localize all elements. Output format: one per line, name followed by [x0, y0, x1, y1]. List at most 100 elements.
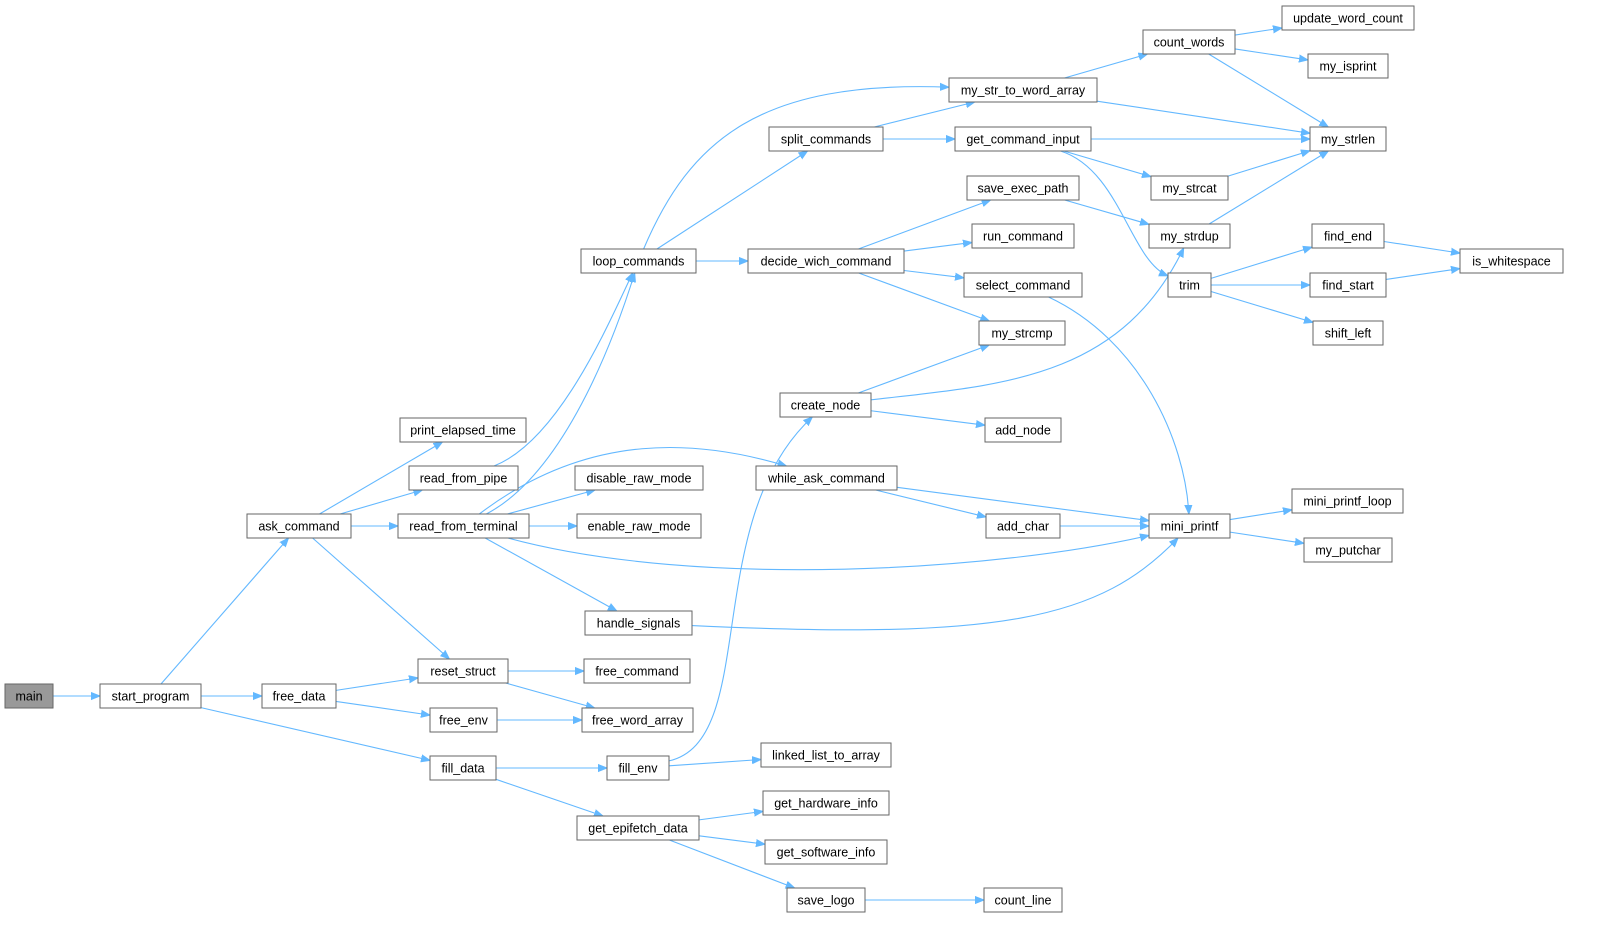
edge-ask_command-to-read_from_pipe [339, 490, 422, 515]
node-box [261, 683, 337, 709]
node-label: linked_list_to_array [772, 749, 880, 763]
node-label: disable_raw_mode [587, 472, 692, 486]
node-free_command[interactable]: free_command [583, 658, 691, 684]
node-trim[interactable]: trim [1167, 272, 1212, 298]
edge-decide_wich_command-to-run_command [903, 242, 972, 252]
node-free_word_array[interactable]: free_word_array [581, 707, 694, 733]
node-my_strdup[interactable]: my_strdup [1148, 223, 1231, 249]
node-mini_printf[interactable]: mini_printf [1148, 513, 1231, 539]
edge-read_from_pipe-to-loop_commands [493, 273, 633, 467]
edge-my_strdup-to-my_strlen [1208, 151, 1328, 225]
node-box [779, 392, 872, 418]
edge-decide_wich_command-to-select_command [903, 269, 964, 278]
node-save_exec_path[interactable]: save_exec_path [966, 175, 1080, 201]
node-label: my_putchar [1315, 544, 1380, 558]
node-loop_commands[interactable]: loop_commands [580, 248, 697, 274]
edges [53, 28, 1460, 900]
edge-create_node-to-my_strdup [870, 248, 1184, 401]
node-save_logo[interactable]: save_logo [786, 887, 866, 913]
node-my_putchar[interactable]: my_putchar [1303, 537, 1393, 563]
node-get_software_info[interactable]: get_software_info [764, 839, 888, 865]
node-box [4, 683, 54, 709]
node-get_epifetch_data[interactable]: get_epifetch_data [576, 815, 700, 841]
node-linked_list_to_array[interactable]: linked_list_to_array [760, 742, 892, 768]
node-get_hardware_info[interactable]: get_hardware_info [762, 790, 890, 816]
node-is_whitespace[interactable]: is_whitespace [1459, 248, 1564, 274]
node-count_words[interactable]: count_words [1142, 29, 1236, 55]
node-box [397, 513, 530, 539]
node-box [1148, 513, 1231, 539]
node-my_strcmp[interactable]: my_strcmp [978, 320, 1066, 346]
node-split_commands[interactable]: split_commands [768, 126, 884, 152]
node-fill_env[interactable]: fill_env [606, 755, 670, 781]
node-handle_signals[interactable]: handle_signals [584, 610, 693, 636]
node-label: find_end [1324, 230, 1372, 244]
node-box [966, 175, 1080, 201]
node-run_command[interactable]: run_command [971, 223, 1075, 249]
node-label: free_command [595, 665, 678, 679]
node-label: fill_env [619, 762, 659, 776]
node-find_end[interactable]: find_end [1311, 223, 1385, 249]
node-label: start_program [112, 690, 190, 704]
node-mini_printf_loop[interactable]: mini_printf_loop [1291, 488, 1404, 514]
node-my_isprint[interactable]: my_isprint [1307, 53, 1389, 79]
node-label: trim [1179, 279, 1200, 293]
edge-while_ask_command-to-mini_printf [896, 486, 1149, 520]
node-my_str_to_word_array[interactable]: my_str_to_word_array [948, 77, 1098, 103]
node-box [606, 755, 670, 781]
node-box [760, 742, 892, 768]
node-while_ask_command[interactable]: while_ask_command [755, 465, 898, 491]
node-box [1303, 537, 1393, 563]
node-label: fill_data [441, 762, 484, 776]
node-create_node[interactable]: create_node [779, 392, 872, 418]
edge-ask_command-to-reset_struct [312, 537, 450, 659]
edge-count_words-to-update_word_count [1234, 28, 1282, 36]
node-box [1148, 223, 1231, 249]
node-read_from_pipe[interactable]: read_from_pipe [408, 465, 519, 491]
node-decide_wich_command[interactable]: decide_wich_command [747, 248, 905, 274]
node-box [1312, 320, 1384, 346]
node-my_strlen[interactable]: my_strlen [1309, 126, 1387, 152]
node-add_char[interactable]: add_char [985, 513, 1061, 539]
node-get_command_input[interactable]: get_command_input [954, 126, 1092, 152]
node-update_word_count[interactable]: update_word_count [1281, 5, 1415, 31]
node-reset_struct[interactable]: reset_struct [417, 658, 509, 684]
node-add_node[interactable]: add_node [984, 417, 1062, 443]
edge-while_ask_command-to-add_char [875, 489, 986, 517]
node-disable_raw_mode[interactable]: disable_raw_mode [574, 465, 704, 491]
node-label: save_exec_path [977, 182, 1068, 196]
edge-count_words-to-my_strlen [1208, 53, 1329, 127]
node-label: ask_command [258, 520, 339, 534]
node-box [429, 755, 497, 781]
node-box [983, 887, 1063, 913]
node-start_program[interactable]: start_program [99, 683, 202, 709]
node-box [786, 887, 866, 913]
node-my_strcat[interactable]: my_strcat [1150, 175, 1229, 201]
node-box [1142, 29, 1236, 55]
node-free_data[interactable]: free_data [261, 683, 337, 709]
node-fill_data[interactable]: fill_data [429, 755, 497, 781]
node-ask_command[interactable]: ask_command [246, 513, 352, 539]
node-free_env[interactable]: free_env [429, 707, 498, 733]
node-label: reset_struct [430, 665, 496, 679]
node-find_start[interactable]: find_start [1309, 272, 1387, 298]
node-enable_raw_mode[interactable]: enable_raw_mode [576, 513, 702, 539]
node-shift_left[interactable]: shift_left [1312, 320, 1384, 346]
node-main[interactable]: main [4, 683, 54, 709]
node-label: my_isprint [1320, 60, 1377, 74]
node-box [755, 465, 898, 491]
node-label: add_node [995, 424, 1051, 438]
node-select_command[interactable]: select_command [963, 272, 1083, 298]
node-box [429, 707, 498, 733]
node-count_line[interactable]: count_line [983, 887, 1063, 913]
node-read_from_terminal[interactable]: read_from_terminal [397, 513, 530, 539]
node-label: count_line [995, 894, 1052, 908]
node-print_elapsed_time[interactable]: print_elapsed_time [399, 417, 527, 443]
edge-split_commands-to-my_str_to_word_array [874, 102, 975, 128]
edge-find_end-to-is_whitespace [1383, 240, 1460, 254]
edge-decide_wich_command-to-save_exec_path [858, 200, 990, 250]
node-label: create_node [791, 399, 861, 413]
node-label: select_command [976, 279, 1071, 293]
edge-free_data-to-free_env [335, 700, 430, 715]
edge-trim-to-shift_left [1210, 290, 1313, 323]
